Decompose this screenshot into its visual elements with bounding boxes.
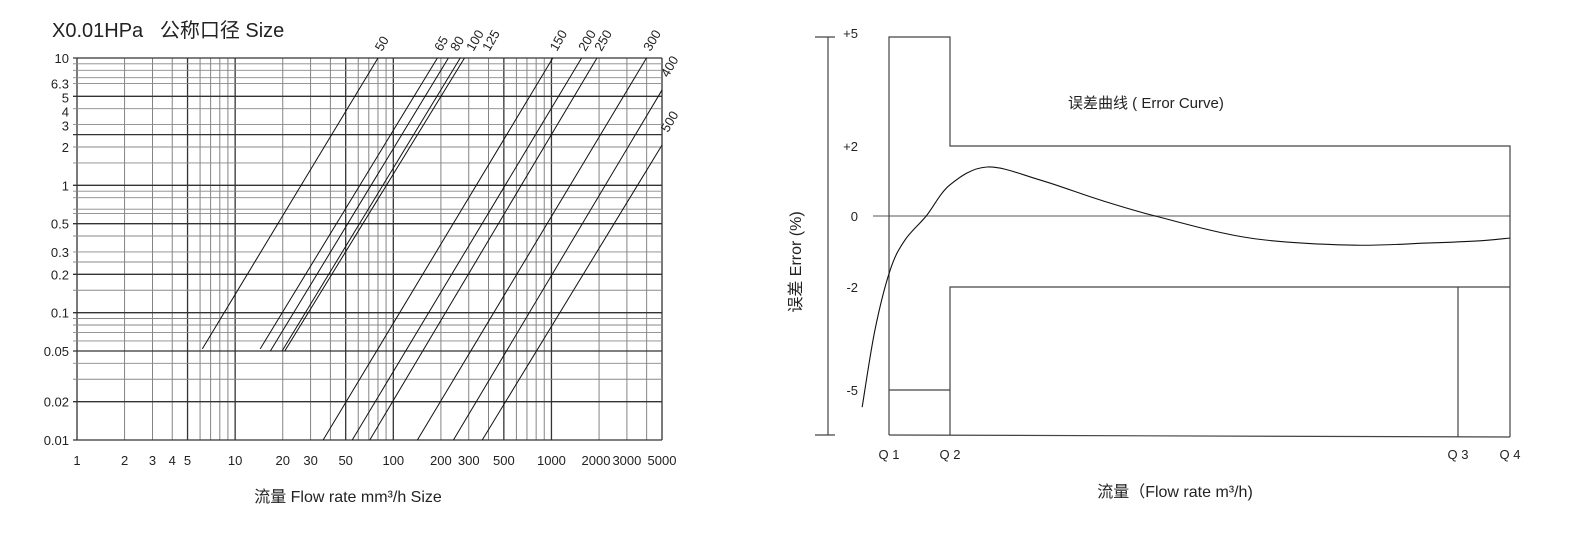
y-tick-label: 10 [55, 51, 69, 66]
left-chart-title: X0.01HPa 公称口径 Size [52, 19, 284, 42]
lower-error-limit [889, 286, 1510, 435]
x-tick-label: 200 [430, 453, 452, 468]
x-tick-label: 300 [458, 453, 480, 468]
x-tick-label: 10 [228, 453, 242, 468]
x-tick-label: 3000 [612, 453, 641, 468]
x-tick-label: 2000 [582, 453, 611, 468]
y-tick-label: 0.5 [51, 217, 69, 232]
x-tick-label: Q 3 [1448, 447, 1469, 462]
series-line-100 [281, 57, 461, 352]
x-tick-label: 50 [338, 453, 352, 468]
series-label: 400 [658, 53, 682, 79]
x-tick-label: 4 [169, 453, 176, 468]
y-tick-label: 2 [62, 140, 69, 155]
series-label: 150 [546, 27, 570, 53]
x-tick-label: Q 2 [940, 447, 961, 462]
x-tick-label: 500 [493, 453, 515, 468]
series-label: 65 [431, 33, 451, 53]
series-line-250 [369, 57, 598, 441]
y-tick-label: 0.05 [44, 344, 69, 359]
error-curve-chart: 误差曲线 ( Error Curve) +5 +2 0 -2 -5 Q 1 Q 2 Q 3 Q … [787, 26, 1520, 501]
y-tick-label: 6.3 [51, 77, 69, 92]
y-tick-label: 0.3 [51, 245, 69, 260]
y-tick-label: +5 [843, 26, 858, 41]
left-grid [73, 57, 663, 441]
y-tick-label: 0.02 [44, 395, 69, 410]
y-tick-label: 4 [62, 105, 69, 120]
series-line-500 [481, 144, 663, 441]
series-label: 125 [479, 27, 503, 53]
y-tick-label: 0.1 [51, 306, 69, 321]
series-line-400 [453, 89, 663, 441]
x-tick-label: 3 [149, 453, 156, 468]
x-tick-label: 100 [382, 453, 404, 468]
series-line-200 [351, 57, 582, 441]
series-line-125 [284, 57, 465, 352]
series-line-65 [259, 57, 438, 350]
x-tick-label: 5 [184, 453, 191, 468]
right-chart-title: 误差曲线 ( Error Curve) [1068, 95, 1224, 112]
x-tick-label: Q 4 [1500, 447, 1521, 462]
y-tick-label: 5 [62, 91, 69, 106]
y-tick-label: 0.2 [51, 267, 69, 282]
upper-error-limit [888, 36, 1511, 437]
y-tick-label: +2 [843, 139, 858, 154]
y-tick-label: -5 [846, 383, 858, 398]
bottom-line [888, 434, 1511, 438]
y-tick-label: 3 [62, 119, 69, 134]
series-line-300 [416, 57, 647, 441]
y-tick-label: -2 [846, 280, 858, 295]
right-x-axis-label: 流量（Flow rate m³/h) [1097, 483, 1253, 501]
series-label: 50 [372, 33, 392, 53]
x-tick-label: 30 [303, 453, 317, 468]
series-label: 80 [447, 33, 467, 53]
right-frame [815, 36, 1511, 438]
right-tick-labels: +5 +2 0 -2 -5 Q 1 Q 2 Q 3 Q 4 [843, 26, 1520, 462]
series-line-50 [201, 57, 379, 350]
series-line-150 [322, 57, 554, 441]
x-tick-label: 1 [73, 453, 80, 468]
x-tick-label: 20 [276, 453, 290, 468]
y-tick-label: 0 [851, 209, 858, 224]
series-label: 300 [640, 27, 664, 53]
y-tick-label: 0.01 [44, 433, 69, 448]
series-label: 250 [591, 27, 615, 53]
series-label: 500 [658, 108, 682, 134]
x-tick-label: 2 [121, 453, 128, 468]
series-line-80 [269, 57, 449, 352]
y-tick-label: 1 [62, 178, 69, 193]
x-tick-label: Q 1 [879, 447, 900, 462]
error-curve-line [861, 166, 1511, 408]
x-tick-label: 1000 [537, 453, 566, 468]
right-y-axis-label: 误差 Error (%) [787, 211, 805, 312]
left-x-axis-label: 流量 Flow rate mm³/h Size [254, 488, 442, 506]
x-tick-label: 5000 [648, 453, 677, 468]
